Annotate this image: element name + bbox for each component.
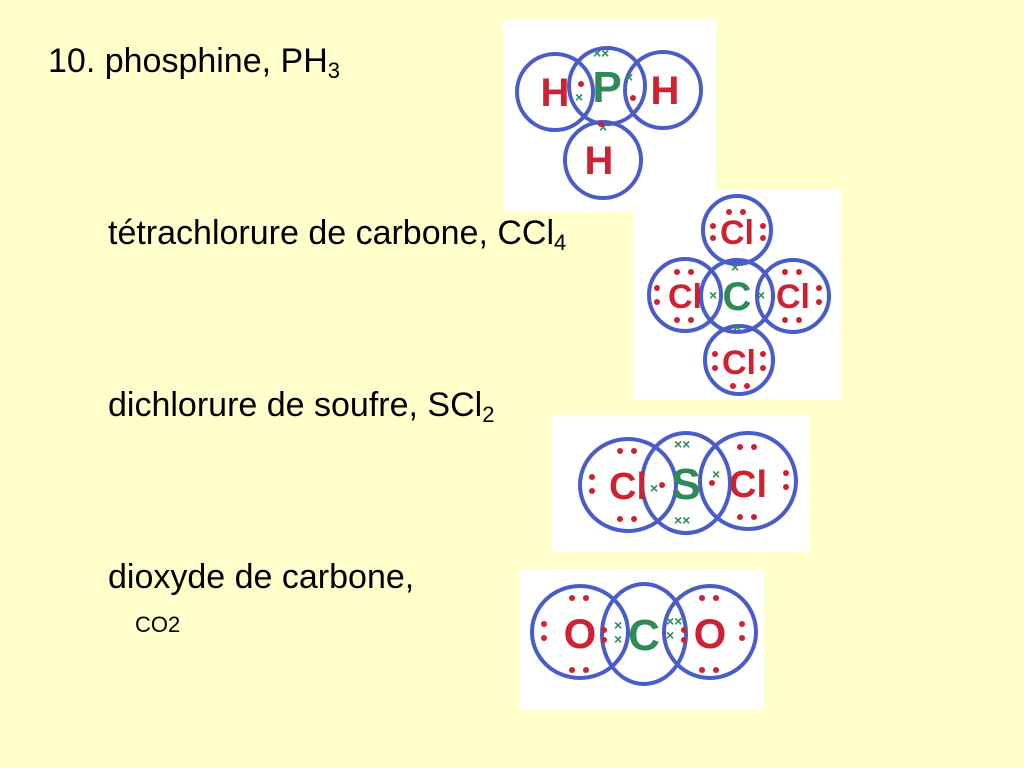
svg-text:×: × [709, 287, 717, 303]
scl2-cl-left: Cl [609, 466, 647, 508]
item-co2: dioxyde de carbone, [108, 558, 414, 597]
ccl4-cl-left: Cl [668, 278, 702, 316]
scl2-cl-right: Cl [729, 464, 767, 506]
item-ccl4-sub: 4 [554, 230, 567, 255]
co2-lewis-diagram: O C O ××××× [520, 570, 764, 710]
svg-text:×: × [599, 119, 607, 135]
ccl4-cl-right: Cl [776, 278, 810, 316]
svg-text:×: × [614, 617, 622, 633]
svg-text:×: × [625, 69, 633, 85]
scl2-svg: Cl S Cl ×××××× [578, 431, 798, 535]
svg-text:×: × [614, 631, 622, 647]
item-scl2-text: dichlorure de soufre, SCl [108, 386, 483, 424]
svg-text:×: × [666, 627, 674, 643]
item-phosphine-text: 10. phosphine, PH [48, 42, 328, 80]
item-phosphine: 10. phosphine, PH3 [48, 42, 340, 84]
svg-text:×: × [575, 89, 583, 105]
ccl4-lewis-diagram: Cl Cl C Cl Cl × × × × [633, 190, 841, 400]
svg-text:×: × [757, 287, 765, 303]
svg-text:××: ×× [674, 512, 690, 528]
item-ccl4-text: tétrachlorure de carbone, CCl [108, 214, 555, 252]
svg-text:×: × [712, 466, 720, 482]
co2-c: C [628, 611, 660, 660]
svg-text:××: ×× [666, 613, 682, 629]
ph3-svg: H P H H ××××× [515, 45, 703, 200]
co2-formula: CO2 [135, 612, 181, 637]
ccl4-c: C [723, 275, 752, 319]
ph3-p: P [592, 63, 621, 112]
svg-text:×: × [650, 480, 658, 496]
ph3-h-left-circle [515, 52, 595, 132]
svg-text:×: × [733, 319, 741, 335]
item-phosphine-sub: 3 [327, 58, 341, 83]
item-co2-text: dioxyde de carbone, [108, 558, 415, 596]
co2-o-right: O [694, 610, 727, 657]
scl2-lewis-diagram: Cl S Cl ×××××× [552, 415, 810, 552]
ph3-lewis-diagram: H P H H ××××× [503, 20, 716, 212]
ph3-h-bottom: H [585, 139, 614, 183]
svg-text:××: ×× [593, 45, 609, 61]
ccl4-svg: Cl Cl C Cl Cl × × × × [647, 194, 831, 396]
co2-svg: O C O ××××× [530, 582, 758, 686]
item-ccl4: tétrachlorure de carbone, CCl4 [108, 214, 566, 256]
svg-text:×: × [731, 259, 739, 275]
co2-o-left: O [564, 610, 597, 657]
item-scl2: dichlorure de soufre, SCl2 [108, 386, 494, 428]
svg-text:××: ×× [674, 436, 690, 452]
ccl4-cl-bottom: Cl [722, 344, 756, 382]
item-scl2-sub: 2 [482, 402, 495, 427]
ph3-h-right: H [651, 69, 680, 113]
scl2-s: S [671, 460, 700, 509]
ccl4-cl-top: Cl [720, 214, 754, 252]
ph3-h-right-circle [623, 50, 703, 130]
ph3-h-left: H [541, 71, 570, 115]
